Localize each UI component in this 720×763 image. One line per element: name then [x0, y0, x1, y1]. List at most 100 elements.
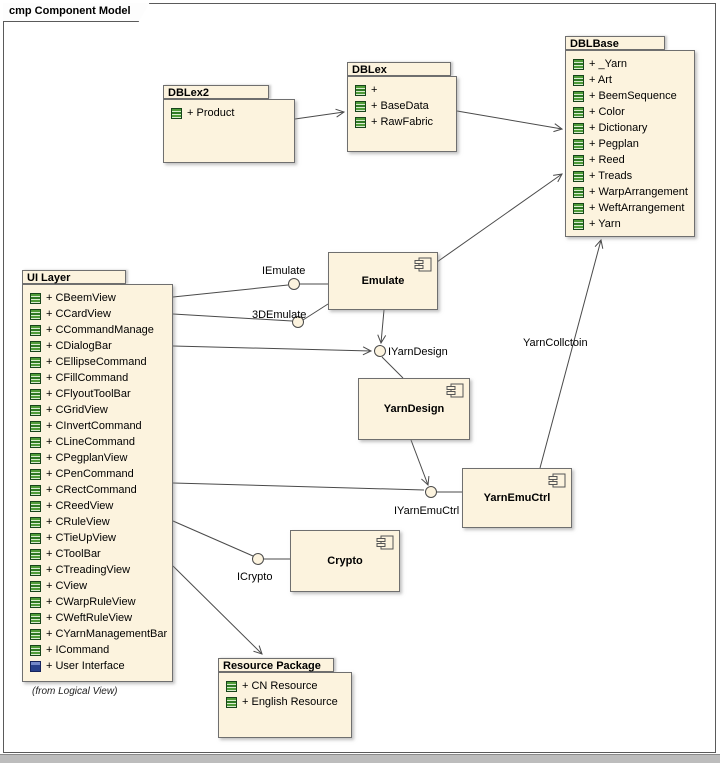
- package-item[interactable]: + CCommandManage: [23, 322, 172, 338]
- class-icon: [573, 106, 584, 118]
- package-item[interactable]: + CFlyoutToolBar: [23, 386, 172, 402]
- connector-emulate-dblbase[interactable]: [436, 173, 563, 263]
- item-label: + CBeemView: [46, 292, 116, 304]
- package-dblbase[interactable]: DBLBase + _Yarn + Art + BeemSequence + C…: [565, 36, 695, 237]
- package-item[interactable]: + Dictionary: [566, 120, 694, 136]
- package-item[interactable]: + _Yarn: [566, 56, 694, 72]
- package-item[interactable]: + Pegplan: [566, 136, 694, 152]
- package-dblex[interactable]: DBLex + + BaseData + RawFabric: [347, 62, 457, 152]
- interface-ball-iyarnemuctrl[interactable]: [425, 486, 437, 498]
- package-item[interactable]: + WarpArrangement: [566, 184, 694, 200]
- interface-label-iemulate[interactable]: IEmulate: [262, 265, 306, 277]
- connector-emulate-iyarndesign[interactable]: [377, 309, 387, 345]
- class-icon: [30, 548, 41, 560]
- package-item[interactable]: + CTieUpView: [23, 530, 172, 546]
- interface-label-3demulate[interactable]: 3DEmulate: [252, 309, 307, 321]
- component-yarndesign[interactable]: YarnDesign: [358, 378, 470, 440]
- package-item[interactable]: + Art: [566, 72, 694, 88]
- class-icon: [30, 484, 41, 496]
- package-item[interactable]: + CView: [23, 578, 172, 594]
- package-item[interactable]: + CWarpRuleView: [23, 594, 172, 610]
- package-item[interactable]: + CRectCommand: [23, 482, 172, 498]
- connector-uilayer-resourcepackage[interactable]: [172, 565, 263, 655]
- component-yarnemuctrl[interactable]: YarnEmuCtrl: [462, 468, 572, 528]
- package-item[interactable]: + CFillCommand: [23, 370, 172, 386]
- package-note: (from Logical View): [32, 686, 118, 697]
- package-item[interactable]: + CYarnManagementBar: [23, 626, 172, 642]
- package-item[interactable]: + CEllipseCommand: [23, 354, 172, 370]
- package-item[interactable]: + CWeftRuleView: [23, 610, 172, 626]
- package-item[interactable]: + User Interface: [23, 658, 172, 674]
- interface-ball-iemulate[interactable]: [288, 278, 300, 290]
- package-item[interactable]: + Reed: [566, 152, 694, 168]
- interface-ball-icrypto[interactable]: [252, 553, 264, 565]
- component-icon: [414, 257, 432, 272]
- package-item[interactable]: + RawFabric: [348, 114, 456, 130]
- connector-yarndesign-iyarnemuctrl[interactable]: [410, 439, 430, 487]
- connector-label-yarncollctoin[interactable]: YarnCollctoin: [523, 337, 588, 349]
- interface-label-iyarnemuctrl[interactable]: IYarnEmuCtrl: [394, 505, 460, 517]
- item-label: + CPenCommand: [46, 468, 134, 480]
- package-item[interactable]: + CTreadingView: [23, 562, 172, 578]
- connector-iyarndesign-yarndesign[interactable]: [381, 356, 404, 379]
- connector-uilayer-iemulate[interactable]: [172, 284, 289, 298]
- component-crypto[interactable]: Crypto: [290, 530, 400, 592]
- item-label: + BeemSequence: [589, 90, 677, 102]
- package-item[interactable]: + CCardView: [23, 306, 172, 322]
- package-item[interactable]: + CToolBar: [23, 546, 172, 562]
- package-dblex2[interactable]: DBLex2 + Product: [163, 85, 295, 163]
- interface-label-icrypto[interactable]: ICrypto: [237, 571, 273, 583]
- class-icon: [573, 58, 584, 70]
- item-label: + RawFabric: [371, 116, 434, 128]
- item-label: + English Resource: [242, 696, 338, 708]
- interface-label-iyarndesign[interactable]: IYarnDesign: [388, 346, 448, 358]
- package-item[interactable]: + WeftArrangement: [566, 200, 694, 216]
- package-item[interactable]: + CLineCommand: [23, 434, 172, 450]
- item-label: + CInvertCommand: [46, 420, 142, 432]
- package-item[interactable]: + CRuleView: [23, 514, 172, 530]
- class-icon: [30, 436, 41, 448]
- package-resource[interactable]: Resource Package + CN Resource + English…: [218, 658, 352, 738]
- package-item[interactable]: + CGridView: [23, 402, 172, 418]
- component-emulate[interactable]: Emulate: [328, 252, 438, 310]
- connector-uilayer-icrypto[interactable]: [172, 520, 254, 557]
- connector-uilayer-iyarndesign[interactable]: [172, 345, 373, 356]
- connector-yarnemuctrl-dblbase[interactable]: [539, 238, 604, 469]
- package-item[interactable]: + CDialogBar: [23, 338, 172, 354]
- connector-dblex-dblbase[interactable]: [456, 110, 564, 133]
- package-item[interactable]: +: [348, 82, 456, 98]
- package-item[interactable]: + Product: [164, 105, 294, 121]
- package-item[interactable]: + BaseData: [348, 98, 456, 114]
- interface-ball-3demulate[interactable]: [292, 316, 304, 328]
- package-ui-layer[interactable]: UI Layer + CBeemView + CCardView + CComm…: [22, 270, 173, 682]
- component-name: YarnDesign: [383, 403, 445, 415]
- package-item[interactable]: + CBeemView: [23, 290, 172, 306]
- connector-3demulate-emulate[interactable]: [302, 303, 329, 321]
- item-label: + CGridView: [46, 404, 108, 416]
- package-tab: DBLex2: [163, 85, 269, 99]
- package-body: + _Yarn + Art + BeemSequence + Color + D…: [565, 50, 695, 237]
- class-icon: [30, 308, 41, 320]
- item-label: + ICommand: [46, 644, 110, 656]
- package-item[interactable]: + ICommand: [23, 642, 172, 658]
- package-item[interactable]: + Yarn: [566, 216, 694, 232]
- package-item[interactable]: + Treads: [566, 168, 694, 184]
- package-item[interactable]: + English Resource: [219, 694, 351, 710]
- item-label: + CLineCommand: [46, 436, 135, 448]
- item-label: + WarpArrangement: [589, 186, 688, 198]
- package-item[interactable]: + BeemSequence: [566, 88, 694, 104]
- connector-dblex2-dblex[interactable]: [294, 108, 346, 120]
- package-item[interactable]: + Color: [566, 104, 694, 120]
- package-item[interactable]: + CPegplanView: [23, 450, 172, 466]
- class-icon: [30, 340, 41, 352]
- horizontal-scrollbar[interactable]: [0, 754, 720, 763]
- package-item[interactable]: + CN Resource: [219, 678, 351, 694]
- connector-uilayer-3demulate[interactable]: [172, 313, 293, 322]
- interface-ball-iyarndesign[interactable]: [374, 345, 386, 357]
- package-item[interactable]: + CReedView: [23, 498, 172, 514]
- class-icon: [30, 516, 41, 528]
- connector-uilayer-iyarnemuctrl[interactable]: [172, 482, 425, 491]
- package-item[interactable]: + CInvertCommand: [23, 418, 172, 434]
- package-item[interactable]: + CPenCommand: [23, 466, 172, 482]
